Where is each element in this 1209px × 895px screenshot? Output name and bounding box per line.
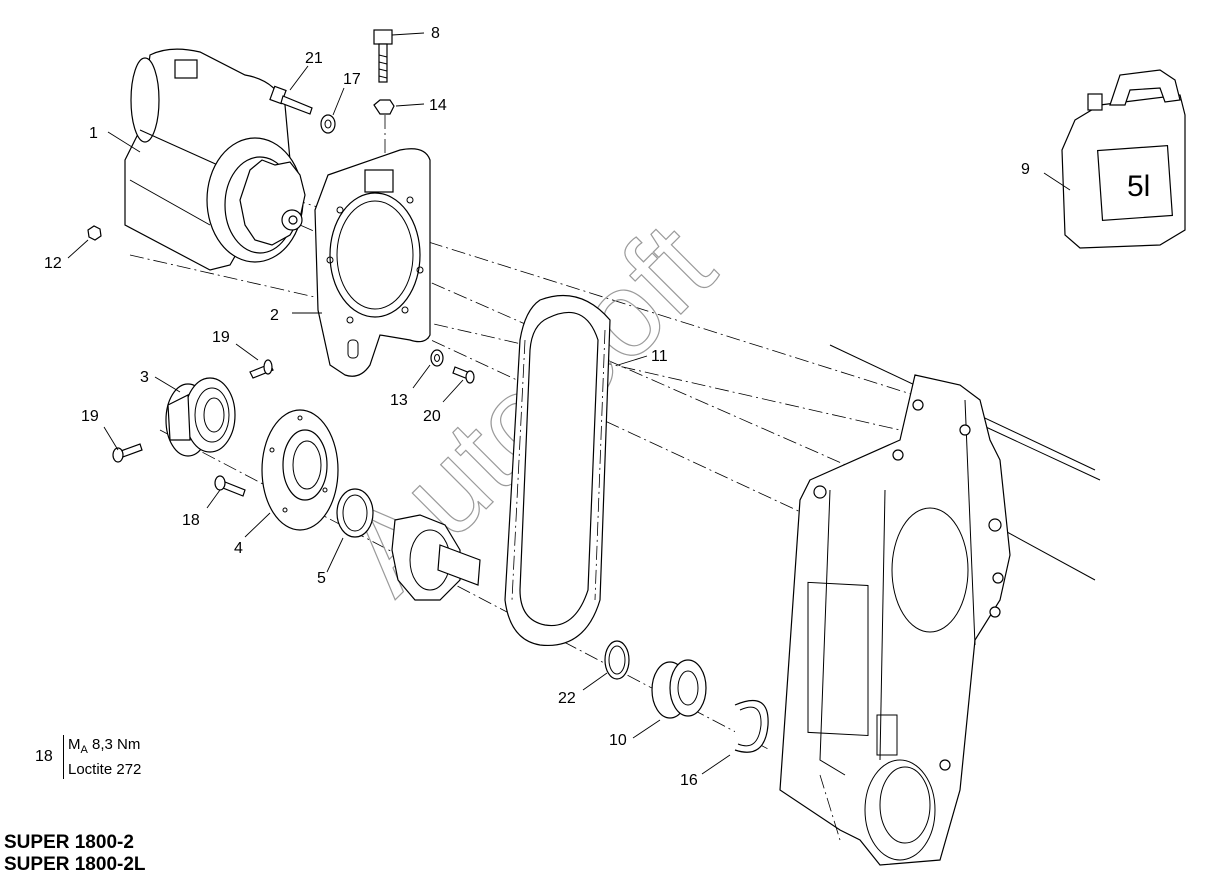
leader-lines — [67, 32, 1071, 775]
adhesive-spec: Loctite 272 — [68, 761, 142, 778]
callout-22: 22 — [558, 690, 576, 707]
bolt-part-21 — [269, 85, 313, 115]
torque-spec: MA 8,3 Nm — [68, 736, 141, 756]
callout-9: 9 — [1021, 161, 1030, 178]
circlip-part-22 — [604, 640, 630, 680]
snap-ring-part-16 — [734, 700, 769, 753]
note-body: MA 8,3 Nm Loctite 272 — [63, 735, 141, 779]
callout-5: 5 — [317, 570, 326, 587]
chain-case-housing — [779, 374, 1011, 866]
gearbox-part-1 — [124, 48, 306, 271]
oil-can-volume-label: 5l — [1127, 170, 1150, 203]
washer-part-17 — [320, 114, 336, 134]
callout-8: 8 — [431, 25, 440, 42]
callout-21: 21 — [305, 50, 323, 67]
screw-part-19-upper — [249, 359, 274, 379]
ball-bearing-part-10 — [651, 659, 707, 719]
note-ref-number: 18 — [35, 748, 53, 765]
callout-13: 13 — [390, 392, 408, 409]
model-names: SUPER 1800-2 SUPER 1800-2L — [4, 832, 146, 876]
screw-part-20 — [452, 366, 475, 384]
roller-chain-part-11 — [504, 294, 611, 647]
nut-part-14 — [373, 99, 395, 115]
callout-2: 2 — [270, 307, 279, 324]
bolt-part-8 — [373, 29, 393, 83]
callout-18: 18 — [182, 512, 200, 529]
torque-note: 18 MA 8,3 Nm Loctite 272 — [35, 735, 141, 779]
screw-part-19-lower — [112, 443, 143, 463]
bearing-flange-part-3 — [165, 377, 236, 457]
callout-14: 14 — [429, 97, 447, 114]
callout-4: 4 — [234, 540, 243, 557]
callout-17: 17 — [343, 71, 361, 88]
callout-16: 16 — [680, 772, 698, 789]
callout-10: 10 — [609, 732, 627, 749]
callout-labels: 1 2 3 4 5 8 9 10 11 12 13 14 16 17 18 19… — [44, 25, 1030, 789]
screw-part-18 — [214, 475, 246, 497]
circlip-part-5 — [336, 488, 374, 538]
callout-12: 12 — [44, 255, 62, 272]
callout-11: 11 — [651, 348, 668, 365]
callout-19-lower: 19 — [81, 408, 99, 425]
callout-3: 3 — [140, 369, 149, 386]
callout-1: 1 — [89, 125, 98, 142]
mounting-plate-part-2 — [314, 148, 431, 377]
callout-19-upper: 19 — [212, 329, 230, 346]
model-name-1: SUPER 1800-2 — [4, 832, 134, 853]
bearing-cover-part-4 — [261, 409, 339, 531]
lower-sprocket — [391, 514, 481, 601]
oil-can-part-9: 5l — [1061, 69, 1186, 249]
model-name-2: SUPER 1800-2L — [4, 854, 146, 875]
callout-20: 20 — [423, 408, 441, 425]
washer-part-13 — [430, 349, 444, 367]
nut-part-12 — [87, 225, 102, 241]
